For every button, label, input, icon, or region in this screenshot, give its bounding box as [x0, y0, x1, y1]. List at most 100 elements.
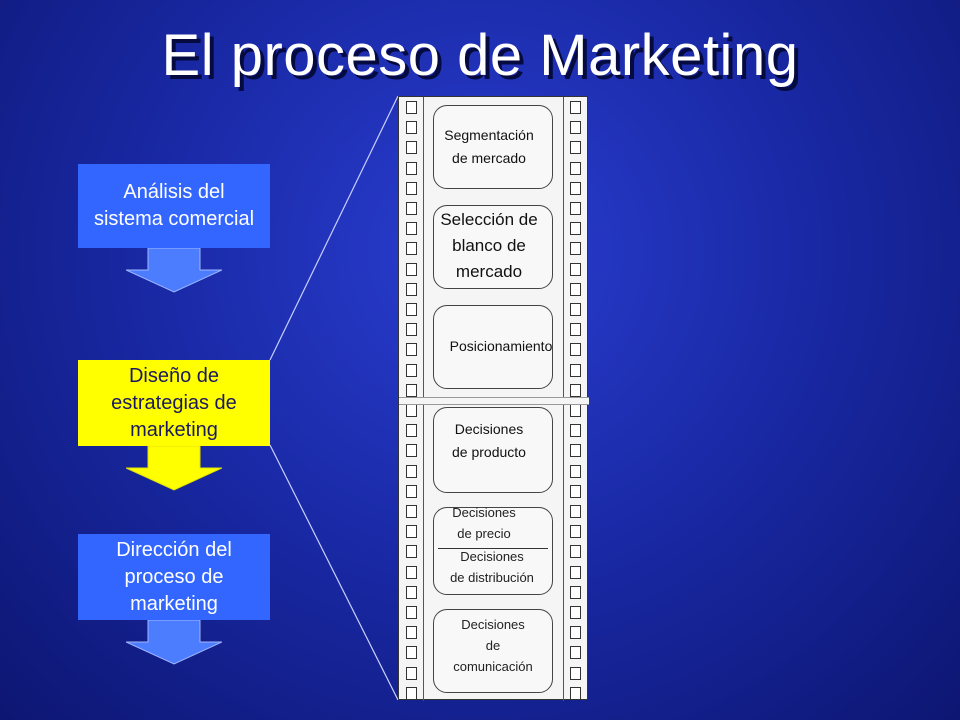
film-frame-comunicacion	[433, 609, 553, 693]
sprocket-hole	[406, 141, 417, 155]
sprocket-hole	[406, 181, 417, 195]
sprocket-hole	[570, 404, 581, 417]
sprocket-hole	[406, 343, 417, 357]
sprocket-hole	[570, 646, 581, 660]
sprocket-hole	[570, 262, 581, 276]
sprocket-hole	[570, 222, 581, 236]
sprocket-hole	[570, 121, 581, 135]
sprocket-hole	[406, 464, 417, 478]
sprocket-hole	[406, 262, 417, 276]
sprocket-hole	[570, 585, 581, 599]
step-direccion-box: Dirección del proceso de marketing	[78, 534, 270, 620]
sprocket-hole	[570, 424, 581, 438]
sprocket-hole	[570, 525, 581, 539]
sprocket-hole	[570, 343, 581, 357]
sprocket-hole	[406, 242, 417, 256]
sprocket-hole	[570, 606, 581, 619]
sprocket-hole	[406, 202, 417, 215]
sprocket-hole	[406, 646, 417, 660]
sprocket-hole	[570, 666, 581, 680]
label-segmentacion-1: Segmentación	[444, 127, 534, 143]
sprocket-hole	[570, 686, 581, 700]
sprocket-hole	[570, 626, 581, 640]
sprocket-hole	[570, 565, 581, 579]
sprocket-hole	[406, 101, 417, 114]
step-direccion-line-1: Dirección del	[116, 538, 232, 561]
sprocket-hole	[406, 585, 417, 599]
sprocket-hole	[570, 363, 581, 377]
sprocket-hole	[570, 383, 581, 397]
sprocket-hole	[406, 666, 417, 680]
sprocket-hole	[570, 181, 581, 195]
label-comunicacion-3: comunicación	[453, 659, 533, 674]
sprocket-hole	[570, 282, 581, 296]
down-arrow-icon	[126, 248, 222, 293]
sprocket-hole	[406, 303, 417, 316]
sprocket-hole	[406, 565, 417, 579]
sprocket-hole	[406, 626, 417, 640]
step-diseno-line-3: marketing	[130, 418, 218, 441]
label-segmentacion-2: de mercado	[452, 150, 526, 166]
label-seleccion-3: mercado	[455, 262, 523, 281]
sprocket-hole	[406, 383, 417, 397]
label-seleccion-2: blanco de	[452, 236, 526, 255]
sprocket-hole	[406, 161, 417, 175]
label-distribucion-2: de distribución	[450, 570, 534, 585]
step-diseno-box: Diseño de estrategias de marketing	[78, 360, 270, 446]
label-seleccion-1: Selección de	[440, 210, 538, 229]
step-diseno-line-2: estrategias de	[111, 391, 237, 414]
filmstrip-sprockets-right	[563, 97, 586, 701]
sprocket-hole	[570, 464, 581, 478]
sprocket-hole	[570, 303, 581, 316]
sprocket-hole	[570, 444, 581, 458]
sprocket-hole	[570, 242, 581, 256]
film-frame-segmentacion	[433, 105, 553, 189]
sprocket-hole	[406, 444, 417, 458]
sprocket-hole	[570, 323, 581, 337]
label-producto-2: de producto	[452, 444, 526, 460]
label-posicionamiento: Posicionamiento	[449, 338, 553, 354]
label-distribucion-1: Decisiones	[460, 549, 524, 564]
film-frame-precio-distribucion	[433, 507, 553, 595]
label-producto-1: Decisiones	[454, 421, 524, 437]
label-comunicacion-2: de	[485, 638, 501, 653]
label-comunicacion-1: Decisiones	[461, 617, 525, 632]
label-precio-1: Decisiones	[452, 505, 516, 520]
film-frame-seleccion	[433, 205, 553, 289]
sprocket-hole	[570, 484, 581, 498]
sprocket-hole	[406, 121, 417, 135]
step-direccion-line-2: proceso de	[124, 565, 224, 588]
precio-distribucion-divider	[438, 548, 548, 549]
sprocket-hole	[406, 404, 417, 417]
step-analisis-line-1: Análisis del	[123, 181, 225, 203]
sprocket-hole	[406, 282, 417, 296]
page-title: El proceso de Marketing	[161, 23, 799, 88]
sprocket-hole	[570, 545, 581, 559]
sprocket-hole	[406, 505, 417, 518]
filmstrip-divider	[399, 397, 589, 405]
down-arrow-icon	[126, 446, 222, 491]
sprocket-hole	[406, 606, 417, 619]
sprocket-hole	[570, 202, 581, 215]
sprocket-hole	[406, 323, 417, 337]
filmstrip	[398, 96, 589, 701]
sprocket-hole	[570, 161, 581, 175]
label-precio-2: de precio	[457, 526, 511, 541]
sprocket-hole	[406, 545, 417, 559]
sprocket-hole	[406, 424, 417, 438]
film-frame-producto	[433, 407, 553, 493]
sprocket-hole	[570, 141, 581, 155]
step-analisis-line-2: sistema comercial	[93, 208, 255, 230]
sprocket-hole	[570, 505, 581, 518]
sprocket-hole	[406, 686, 417, 700]
sprocket-hole	[406, 222, 417, 236]
sprocket-hole	[570, 101, 581, 114]
step-diseno-line-1: Diseño de	[128, 364, 220, 387]
down-arrow-icon	[126, 620, 222, 665]
step-direccion-line-3: marketing	[130, 592, 218, 615]
sprocket-hole	[406, 484, 417, 498]
sprocket-hole	[406, 525, 417, 539]
step-analisis-box: Análisis del sistema comercial	[78, 164, 270, 248]
film-frame-posicionamiento	[433, 305, 553, 389]
sprocket-hole	[406, 363, 417, 377]
